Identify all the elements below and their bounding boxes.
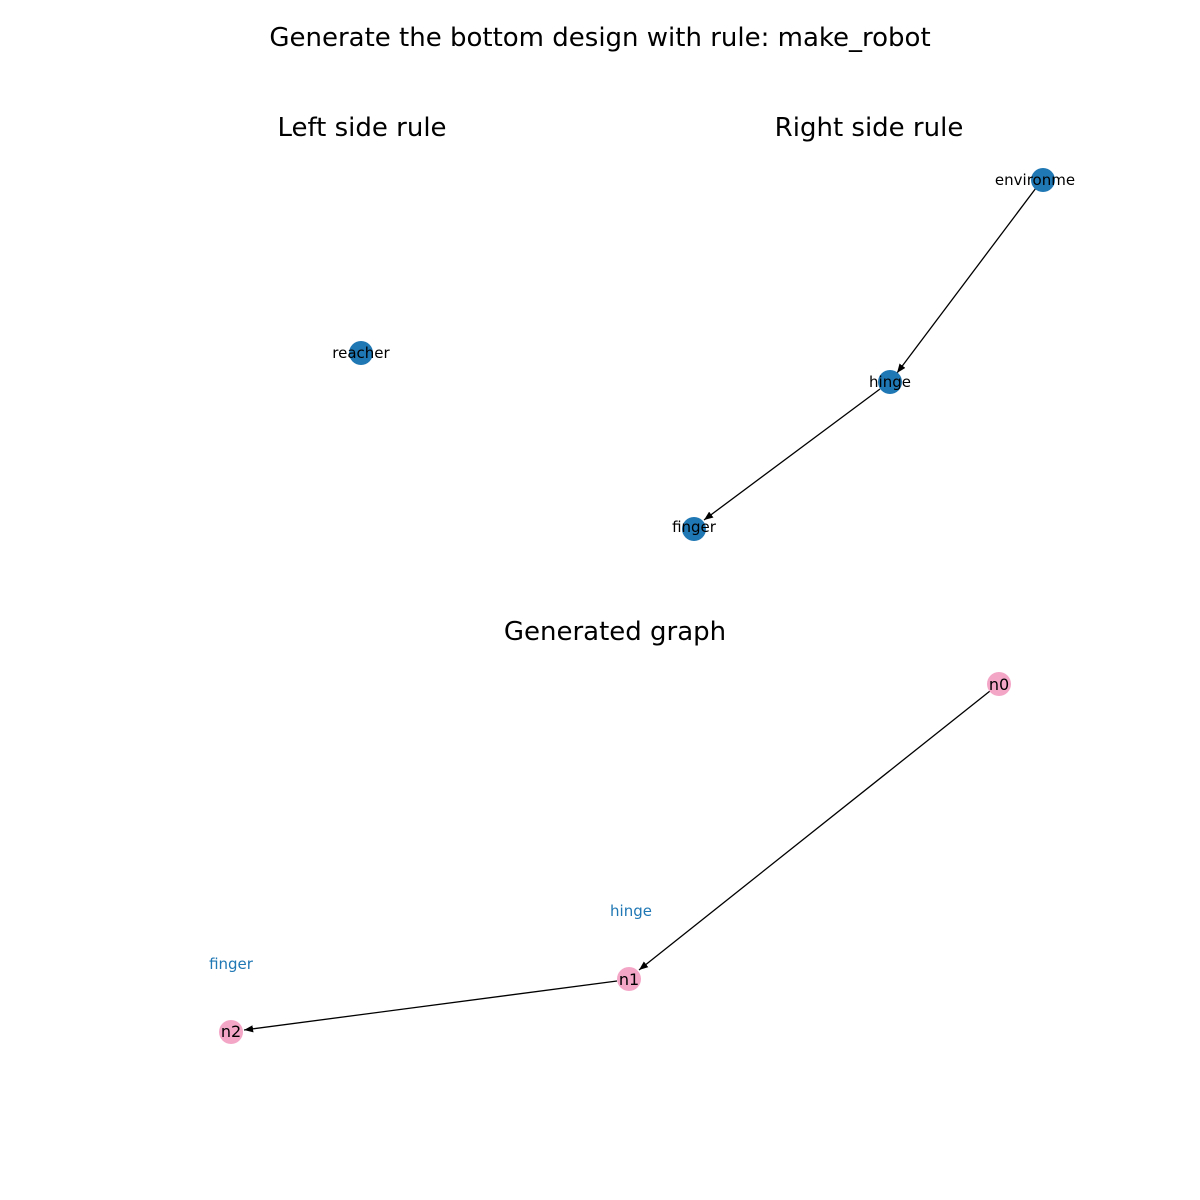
node-n0-circle [987,672,1011,696]
edge-n0-n1 [638,690,991,971]
node-n1: n1 [617,967,641,991]
node-finger: finger [672,517,717,541]
node-environme-label: environme [995,171,1075,189]
edge-environme-hinge [896,187,1037,374]
node-n1-circle [617,967,641,991]
node-n1-attr: hinge [610,902,652,920]
node-n0-label: n0 [989,675,1009,694]
right-rule-panel: Right side rule environme hinge finger [672,113,1075,541]
edge-hinge-finger [703,388,881,521]
node-finger-label: finger [672,518,717,536]
node-environme: environme [995,168,1075,192]
node-hinge: hinge [869,370,911,394]
node-reacher-circle [349,341,373,365]
node-reacher-label: reacher [332,344,390,362]
node-hinge-label: hinge [869,373,911,391]
right-rule-title: Right side rule [775,113,964,143]
node-finger-circle [682,517,706,541]
node-n0: n0 [987,672,1011,696]
generated-graph-title: Generated graph [504,617,726,647]
node-n2-circle [219,1020,243,1044]
node-n2-attr: finger [209,955,254,973]
left-rule-panel: Left side rule reacher [277,113,447,365]
left-rule-title: Left side rule [277,113,446,143]
node-environme-circle [1031,168,1055,192]
node-n2-label: n2 [221,1022,241,1041]
edge-n1-n2 [243,980,618,1033]
node-n1-label: n1 [619,970,639,989]
node-reacher: reacher [332,341,391,365]
generated-graph-panel: Generated graph hinge finger n0 n1 n2 [209,617,1011,1044]
figure-title: Generate the bottom design with rule: ma… [269,23,930,53]
node-n2: n2 [219,1020,243,1044]
node-hinge-circle [878,370,902,394]
